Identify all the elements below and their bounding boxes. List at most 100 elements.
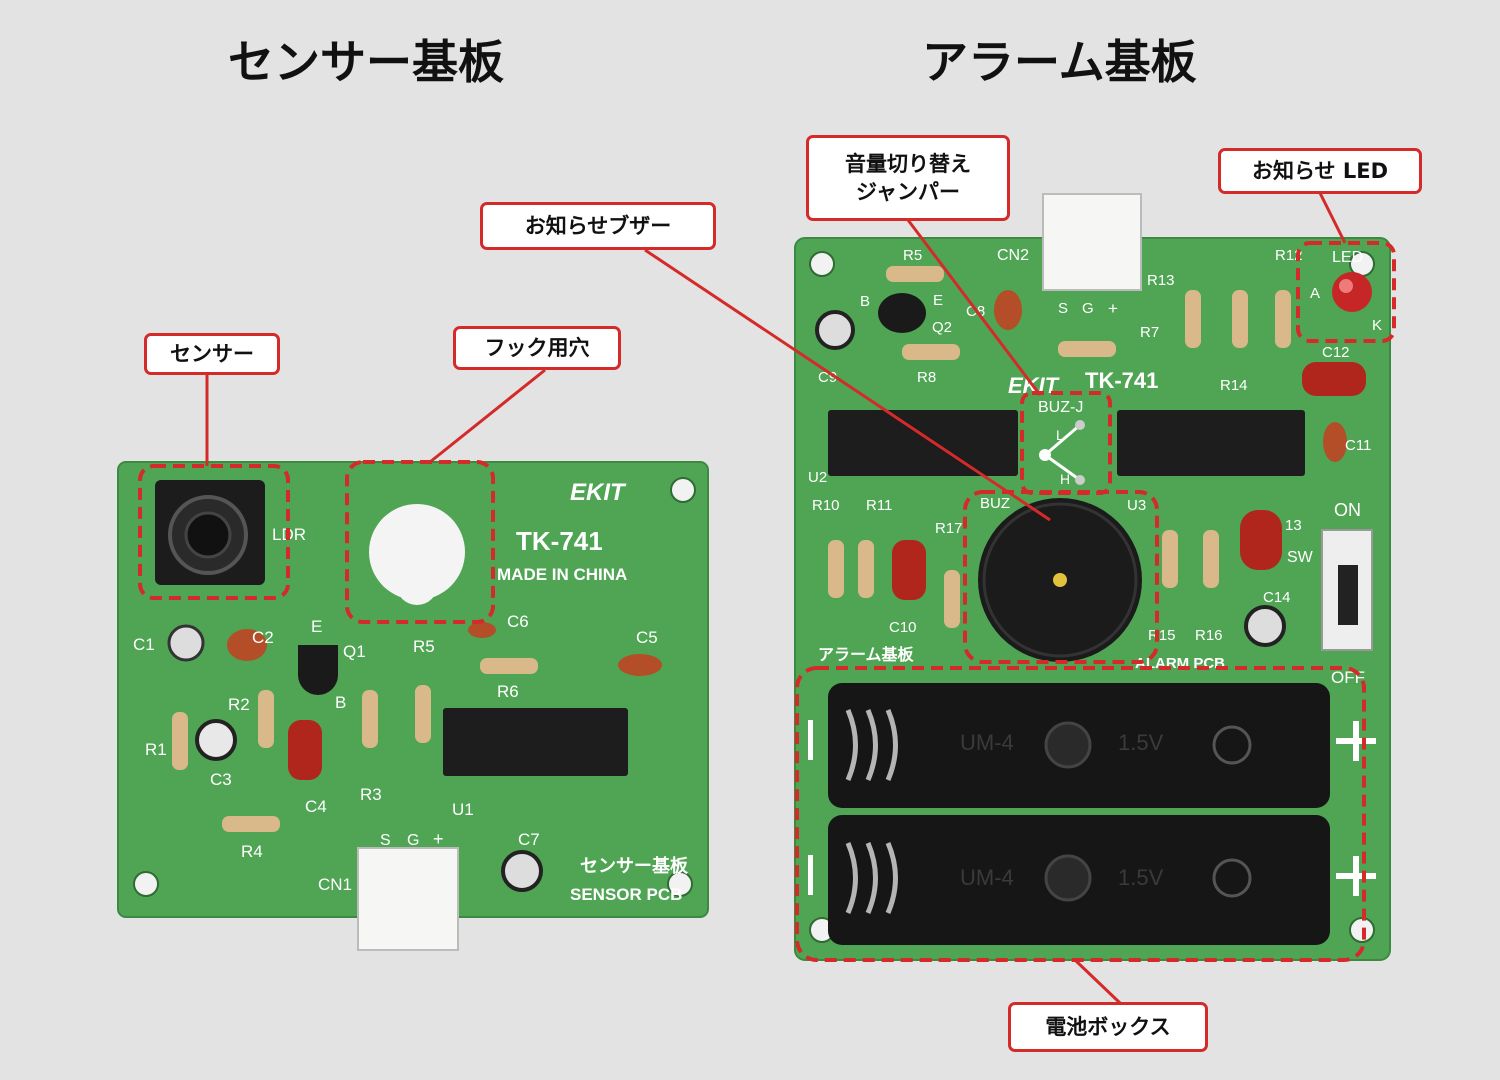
cn2-s-label: S [1058,300,1068,317]
r16-label: R16 [1195,627,1223,644]
c6-label: C6 [507,612,529,631]
c11-label: C11 [1345,437,1371,454]
resistor-r2 [258,690,274,748]
r4-label: R4 [241,842,263,861]
resistor-r8 [902,344,960,360]
sensor-highlight [138,464,290,600]
connector-cn2 [1042,193,1142,291]
capacitor-c11 [1323,422,1347,462]
mount-hole [809,251,835,277]
c2-label: C2 [252,628,274,647]
c7-label: C7 [518,830,540,849]
battery-top-volt: 1.5V [1118,730,1164,755]
q1-b-label: B [335,693,346,712]
cn2-label: CN2 [997,247,1029,264]
r7-label: R7 [1140,324,1159,341]
ic-u1 [443,708,628,776]
resistor-r4 [222,816,280,832]
battery-bottom-volt: 1.5V [1118,865,1164,890]
buz-j-label: BUZ-J [1038,399,1083,416]
switch-off-label: OFF [1331,668,1365,687]
mount-hole [133,871,159,897]
led-a-label: A [1310,285,1320,302]
ic-u3 [1117,410,1305,476]
c3-label: C3 [210,770,232,789]
r12-label: R12 [1275,247,1303,264]
r6-label: R6 [497,682,519,701]
buzzer [978,498,1142,662]
capacitor-c12 [1302,362,1366,396]
c14-label: C14 [1263,589,1291,606]
resistor-r6 [480,658,538,674]
led-k-label: K [1372,317,1382,334]
cn1-plus-label: + [433,829,444,849]
alarm-name-jp: アラーム基板 [818,645,915,664]
polarity-marks [808,720,1376,896]
sensor-brand: EKIT [570,479,627,506]
resistor-r13 [1185,290,1201,348]
r8-label: R8 [917,369,936,386]
sensor-model: TK-741 [516,526,603,556]
c13-label: 13 [1285,517,1302,534]
capacitor-c5 [618,654,662,676]
resistor-r10 [828,540,844,598]
switch-on-label: ON [1334,500,1361,520]
resistor-r1 [172,712,188,770]
made-in-label: MADE IN CHINA [497,565,627,584]
mount-hole [670,477,696,503]
ldr-sensor [155,480,265,585]
led-highlight [1296,241,1396,343]
sensor-name-jp: センサー基板 [580,855,689,876]
r5-label: R5 [413,637,435,656]
c10-label: C10 [889,619,917,636]
r15-label: R15 [1148,627,1176,644]
resistor-r16 [1203,530,1219,588]
battery-bottom-type: UM-4 [960,865,1014,890]
c5-label: C5 [636,628,658,647]
capacitor-c6 [468,622,496,638]
buz-label: BUZ [980,495,1010,512]
r5-label: R5 [903,247,922,264]
volume-jumper-callout-line1: 音量切り替え [845,151,971,176]
hook-hole [369,504,465,605]
c1-label: C1 [133,635,155,654]
c12-label: C12 [1322,344,1350,361]
capacitor-c8 [994,290,1022,330]
resistor-r17 [944,570,960,628]
resistor-r11 [858,540,874,598]
capacitor-c3 [195,719,237,761]
cn2-plus-label: + [1108,299,1118,318]
u2-label: U2 [808,469,827,486]
cn1-label: CN1 [318,875,352,894]
cn2-g-label: G [1082,300,1094,317]
battery-top-type: UM-4 [960,730,1014,755]
transistor-q1 [298,645,338,695]
buzzer-callout: お知らせブザー [480,202,716,250]
buzzer-highlight [963,490,1159,664]
capacitor-c1 [167,624,205,662]
volume-jumper [1039,420,1085,485]
r3-label: R3 [360,785,382,804]
r2-label: R2 [228,695,250,714]
r11-label: R11 [866,497,892,514]
c4-label: C4 [305,797,327,816]
q2-e-label: E [933,292,943,309]
jumper-l-label: L [1056,427,1064,443]
capacitor-c2 [227,629,267,661]
r13-label: R13 [1147,272,1175,289]
cn1-s-label: S [380,832,391,849]
sensor-pcb: EKIT TK-741 MADE IN CHINA LDR センサー基板 SEN… [117,460,709,951]
led-callout: お知らせ LED [1218,148,1422,194]
capacitor-c9 [815,310,855,350]
transistor-q2 [878,293,926,333]
resistor-r14 [1232,290,1248,348]
alarm-pcb: EKIT TK-741 アラーム基板 ALARM PCB BUZ-J L H B… [794,193,1396,962]
alarm-board-title: アラーム基板 [922,35,1197,89]
ic-u2 [828,410,1018,476]
r17-label: R17 [935,520,963,537]
hook-hole-highlight [345,460,495,624]
volume-jumper-callout-line2: ジャンパー [856,180,960,204]
sensor-callout: センサー [144,333,280,375]
r14-label: R14 [1220,377,1248,394]
